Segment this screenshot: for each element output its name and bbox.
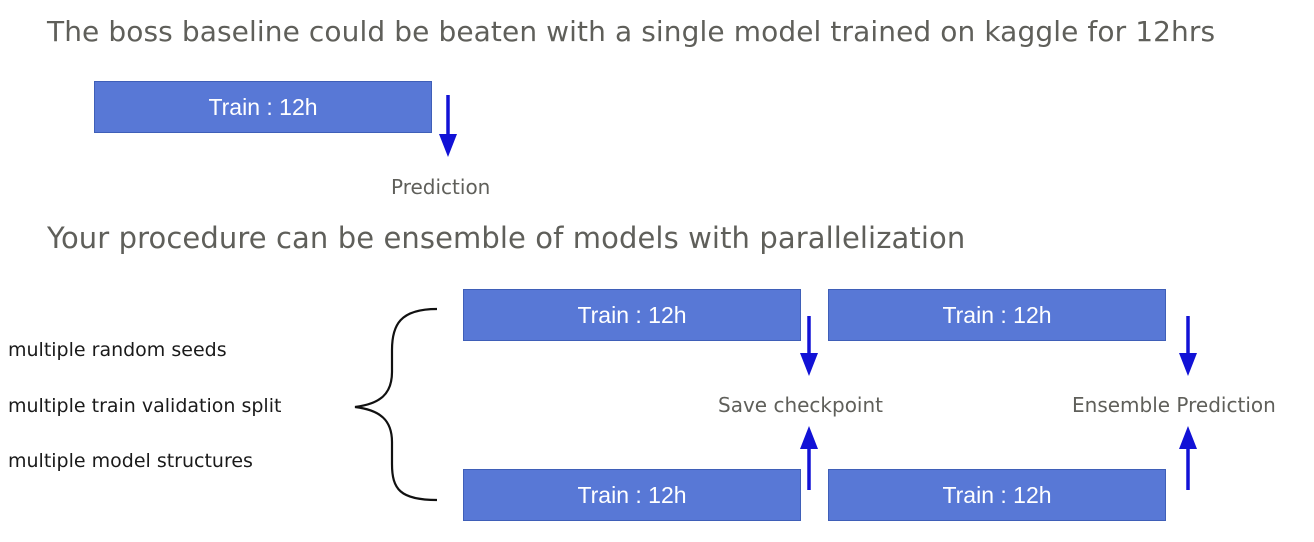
train-box-label: Train : 12h	[942, 481, 1052, 508]
train-box-label: Train : 12h	[577, 481, 687, 508]
arrow-up-icon	[800, 426, 818, 490]
strategy-item-random-seeds: multiple random seeds	[8, 339, 227, 361]
arrow-up-icon	[1179, 426, 1197, 490]
slide-heading-single-model: The boss baseline could be beaten with a…	[47, 15, 1216, 48]
arrow-down-icon	[800, 316, 818, 376]
train-box-label: Train : 12h	[577, 301, 687, 328]
brace-icon	[354, 307, 438, 502]
train-box-single: Train : 12h	[94, 81, 432, 133]
train-box-row2-stage2: Train : 12h	[828, 469, 1166, 521]
save-checkpoint-label: Save checkpoint	[718, 393, 884, 417]
prediction-label: Prediction	[391, 175, 491, 199]
train-box-row1-stage1: Train : 12h	[463, 289, 801, 341]
strategy-item-model-structures: multiple model structures	[8, 450, 253, 472]
train-box-row2-stage1: Train : 12h	[463, 469, 801, 521]
slide-heading-ensemble: Your procedure can be ensemble of models…	[47, 221, 966, 255]
strategy-item-train-validation-split: multiple train validation split	[8, 395, 282, 417]
train-box-label: Train : 12h	[942, 301, 1052, 328]
arrow-down-icon	[1179, 316, 1197, 376]
ensemble-prediction-label: Ensemble Prediction	[1072, 393, 1276, 417]
arrow-down-icon	[439, 95, 457, 157]
train-box-row1-stage2: Train : 12h	[828, 289, 1166, 341]
train-box-label: Train : 12h	[208, 93, 318, 120]
